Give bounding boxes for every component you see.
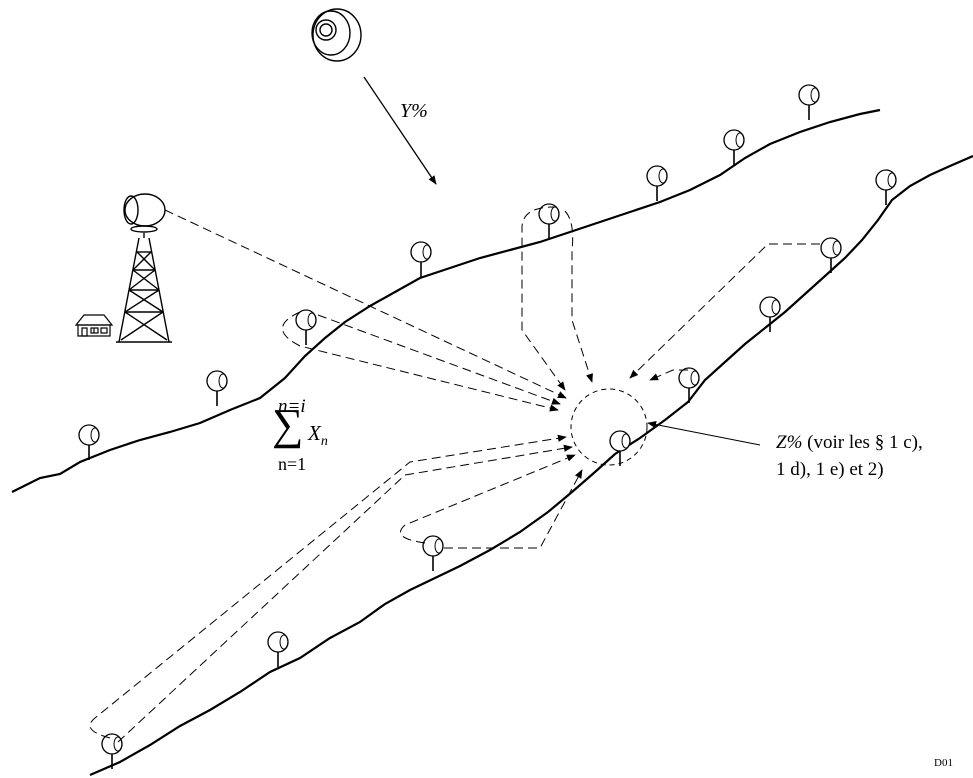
lower-terrain-line <box>89 154 973 777</box>
house-icon <box>74 314 114 337</box>
sum-variable-subscript: n <box>320 434 328 450</box>
summation-symbol: ∑ <box>272 400 304 449</box>
z-label-pointer <box>647 421 761 446</box>
sum-variable: Xn <box>308 421 328 450</box>
z-percent-line1: (voir les § 1 c), <box>807 432 923 453</box>
interference-paths <box>89 206 820 743</box>
interference-zone-circle <box>570 388 648 466</box>
satellite-downlink-arrow <box>363 76 437 185</box>
y-percent-label: Y% <box>400 100 428 122</box>
earth-station-icon <box>78 84 897 770</box>
transmitter-tower-icon <box>116 193 172 343</box>
upper-terrain-line <box>11 108 881 493</box>
z-percent-label: Z% (voir les § 1 c), 1 d), 1 e) et 2) <box>776 429 923 483</box>
z-percent-line2: 1 d), 1 e) et 2) <box>776 459 884 480</box>
sum-variable-x: X <box>308 421 321 445</box>
figure-id: D01 <box>934 757 953 769</box>
sum-lower-limit: n=1 <box>278 454 307 474</box>
sum-upper-limit: n=i <box>278 396 306 417</box>
z-percent-var: Z% <box>776 432 803 453</box>
satellite-icon <box>311 8 362 62</box>
